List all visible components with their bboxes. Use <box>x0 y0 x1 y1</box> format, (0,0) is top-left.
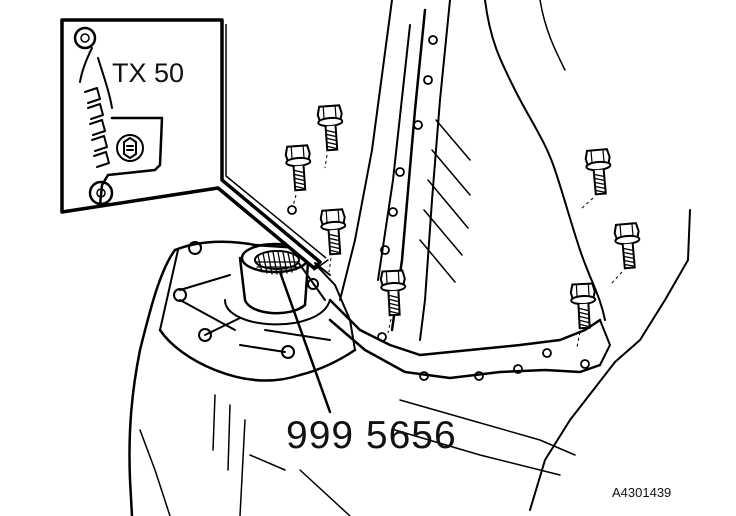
bolt-icon <box>579 147 614 211</box>
tool-icon <box>313 259 331 276</box>
torx-bolt-icon <box>116 134 144 162</box>
bolt-icon <box>379 269 408 334</box>
bolt-icon <box>284 144 314 207</box>
tool-number-label: 999 5656 <box>286 414 457 457</box>
bolt-icon <box>609 221 643 286</box>
torx-size-label: TX 50 <box>112 58 185 88</box>
pan-bolt-holes <box>287 35 590 381</box>
figure-reference-label: A4301439 <box>612 485 672 500</box>
tool-leader-line <box>278 270 332 414</box>
bolt-icon <box>569 282 598 348</box>
output-shaft-housing <box>224 242 331 326</box>
detail-inset <box>60 18 327 270</box>
bolt-icon <box>319 208 349 273</box>
bolt-icon <box>316 104 346 169</box>
